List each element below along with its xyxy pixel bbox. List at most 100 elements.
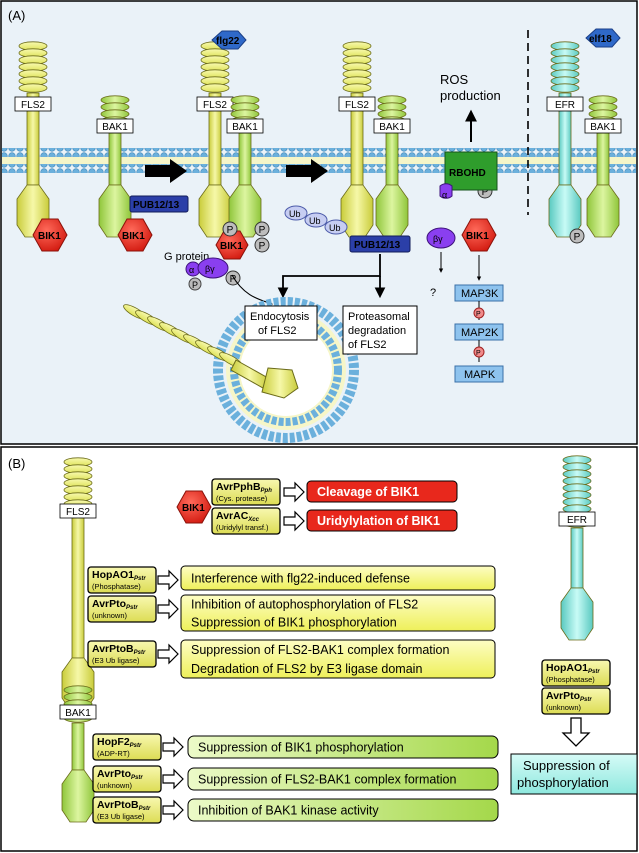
bak1-receptor-4: BAK1 (584, 95, 622, 238)
svg-text:P: P (476, 350, 481, 357)
efr-result-arrow (561, 717, 591, 747)
svg-text:AvrACXcc: AvrACXcc (216, 510, 260, 523)
svg-text:(unknown): (unknown) (92, 611, 128, 620)
efr-effector-0: HopAO1Pstr(Phosphatase) (541, 659, 611, 687)
svg-text:P: P (259, 241, 266, 252)
svg-text:Uridylylation of BIK1: Uridylylation of BIK1 (317, 514, 440, 528)
fls2-receptor-1-label: FLS2 (14, 96, 52, 112)
bak1-receptor-2: BAK1 (226, 95, 264, 238)
svg-text:MAP2K: MAP2K (461, 327, 499, 339)
svg-text:Suppression of BIK1 phosphoryl: Suppression of BIK1 phosphorylation (198, 741, 404, 755)
bak1-effector-0: HopF2Pstr(ADP-RT) (92, 733, 162, 761)
svg-text:BIK1: BIK1 (182, 503, 205, 514)
svg-text:HopF2Pstr: HopF2Pstr (97, 736, 142, 749)
fls2-effector-arrow-0 (157, 569, 179, 591)
svg-text:FLS2: FLS2 (203, 100, 227, 111)
svg-text:(Phosphatase): (Phosphatase) (546, 675, 595, 684)
fls2-receptor-3: FLS2 (338, 41, 376, 238)
svg-text:Suppression of BIK1 phosphoryl: Suppression of BIK1 phosphorylation (191, 616, 397, 630)
svg-text:(Uridylyl transf.): (Uridylyl transf.) (216, 523, 269, 532)
svg-text:Suppression of FLS2-BAK1 compl: Suppression of FLS2-BAK1 complex formati… (191, 643, 450, 657)
phospho-p-3: P (254, 237, 270, 253)
flg22-ligand: flg22 (211, 30, 247, 50)
svg-text:phosphorylation: phosphorylation (517, 775, 609, 790)
svg-text:Suppression of: Suppression of (523, 758, 610, 773)
svg-text:Suppression of FLS2-BAK1 compl: Suppression of FLS2-BAK1 complex formati… (198, 773, 457, 787)
bak1-effector-arrow-0 (162, 736, 184, 758)
svg-text:EFR: EFR (567, 515, 587, 526)
svg-text:(Phosphatase): (Phosphatase) (92, 582, 141, 591)
phospho-p-5: P (569, 228, 585, 244)
svg-text:(unknown): (unknown) (546, 703, 582, 712)
svg-text:HopAO1Pstr: HopAO1Pstr (546, 662, 600, 675)
fls2-receptor-2-label: FLS2 (196, 96, 234, 112)
svg-text:(E3 Ub ligase): (E3 Ub ligase) (97, 812, 145, 821)
ros-label-2: production (440, 88, 501, 103)
fls2-result-2: Suppression of FLS2-BAK1 complex formati… (180, 639, 496, 679)
pub12-13-box-1: PUB12/13 (129, 195, 189, 213)
bik1-effector-arrow-1 (283, 510, 305, 532)
g-protein-complex: G protein α βγ P (164, 251, 229, 291)
bik1-effector-arrow-0 (283, 481, 305, 503)
svg-text:P: P (227, 225, 234, 236)
svg-text:(Cys. protease): (Cys. protease) (216, 494, 268, 503)
svg-text:P: P (259, 225, 266, 236)
svg-text:Cleavage of BIK1: Cleavage of BIK1 (317, 485, 419, 499)
svg-text:α: α (442, 190, 447, 200)
bak1-receptor-2-label: BAK1 (226, 118, 264, 134)
bik1-effector-0: AvrPphBPph(Cys. protease) (211, 478, 281, 506)
svg-text:P: P (192, 280, 198, 290)
svg-text:P: P (574, 232, 581, 243)
bik1-hexagon-b: BIK1 (176, 490, 212, 524)
panel-b-label: (B) (8, 456, 25, 471)
efr-receptor-b-label: EFR (558, 511, 596, 527)
bik1-hexagon-4: BIK1 (461, 218, 497, 252)
fls2-effector-1: AvrPtoPstr(unknown) (87, 595, 157, 623)
svg-text:elf18: elf18 (589, 34, 612, 45)
degradation-box: Proteasomal degradation of FLS2 (342, 305, 418, 355)
svg-text:P: P (476, 311, 481, 318)
phospho-p-0: P (222, 221, 238, 237)
fls2-effector-2: AvrPtoBPstr(E3 Ub ligase) (87, 640, 157, 668)
svg-text:BIK1: BIK1 (122, 231, 145, 242)
efr-receptor: EFR (546, 41, 584, 238)
bak1-effector-2: AvrPtoBPstr(E3 Ub ligase) (92, 796, 162, 824)
bak1-result-2: Inhibition of BAK1 kinase activity (187, 798, 499, 822)
svg-text:FLS2: FLS2 (66, 507, 90, 518)
efr-receptor-label: EFR (546, 96, 584, 112)
svg-text:α: α (189, 265, 194, 275)
ros-label: ROS (440, 72, 469, 87)
bik1-hexagon-2: BIK1 (117, 218, 153, 252)
bak1-effector-arrow-1 (162, 768, 184, 790)
svg-text:P: P (482, 187, 489, 198)
svg-text:Ub: Ub (309, 216, 321, 226)
svg-text:MAP3K: MAP3K (461, 288, 499, 300)
efr-effector-1: AvrPtoPstr(unknown) (541, 687, 611, 715)
svg-text:Ub: Ub (289, 209, 301, 219)
svg-text:PUB12/13: PUB12/13 (133, 200, 180, 211)
svg-text:FLS2: FLS2 (21, 100, 45, 111)
svg-text:AvrPphBPph: AvrPphBPph (216, 481, 272, 494)
bak1-effector-1: AvrPtoPstr(unknown) (92, 765, 162, 793)
ubiquitin-chain: Ub Ub Ub (284, 205, 348, 235)
bak1-receptor-1-label: BAK1 (96, 118, 134, 134)
svg-text:BAK1: BAK1 (65, 708, 91, 719)
bik1-effector-1: AvrACXcc(Uridylyl transf.) (211, 507, 281, 535)
bik1-result-0: Cleavage of BIK1 (306, 480, 458, 503)
svg-text:BIK1: BIK1 (38, 231, 61, 242)
fls2-effector-0: HopAO1Pstr(Phosphatase) (87, 566, 157, 594)
bik1-result-1: Uridylylation of BIK1 (306, 509, 458, 532)
svg-text:(unknown): (unknown) (97, 781, 133, 790)
svg-text:Interference with flg22-induce: Interference with flg22-induced defense (191, 572, 410, 586)
svg-text:G protein: G protein (164, 251, 209, 263)
rbohd-box: RBOHD α (439, 151, 498, 200)
svg-text:BAK1: BAK1 (379, 122, 405, 133)
svg-text:Inhibition of BAK1 kinase acti: Inhibition of BAK1 kinase activity (198, 804, 379, 818)
svg-text:PUB12/13: PUB12/13 (354, 240, 401, 251)
fls2-receptor-b-label: FLS2 (59, 503, 97, 519)
svg-text:βγ: βγ (433, 234, 443, 244)
svg-text:(E3 Ub ligase): (E3 Ub ligase) (92, 656, 140, 665)
step-arrow-2 (286, 159, 328, 183)
svg-text:flg22: flg22 (216, 36, 240, 47)
